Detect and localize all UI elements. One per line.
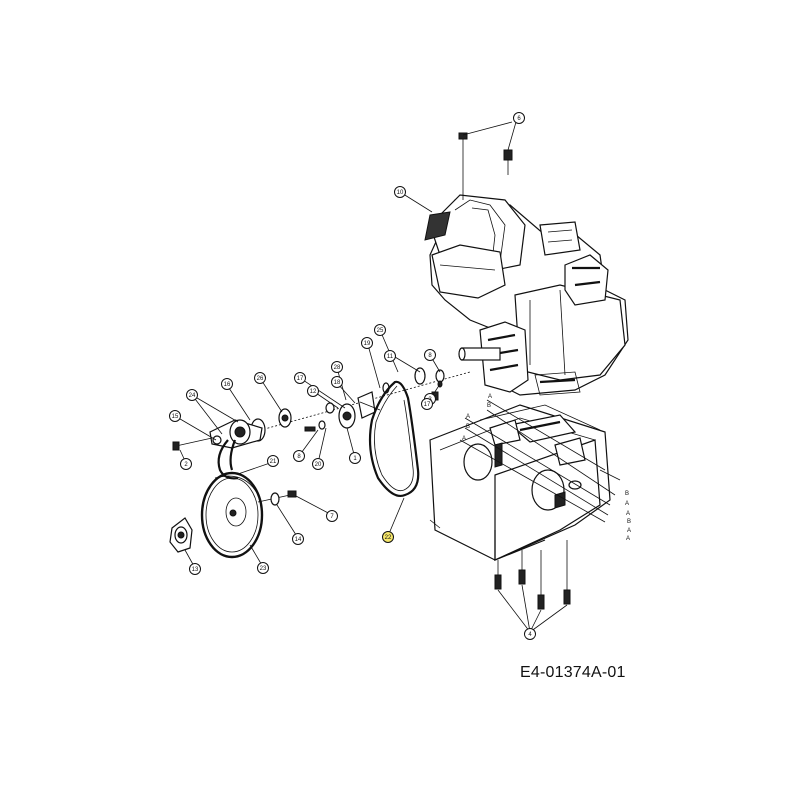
side-letter-left-0: A	[466, 414, 470, 420]
callout-label: 6	[517, 116, 521, 122]
side-letter-right-2: A	[626, 511, 630, 517]
callout-6-top: 6	[513, 112, 525, 124]
drawing-code: E4-01374A-01	[520, 664, 626, 681]
callout-17-b: 17	[421, 398, 433, 410]
side-letter-left-1: B	[466, 424, 470, 430]
callout-12: 12	[307, 385, 319, 397]
callout-label: 10	[397, 190, 404, 196]
callout-label: 23	[260, 566, 267, 572]
callout-label: 11	[387, 354, 394, 360]
callout-label: 28	[334, 365, 341, 371]
callout-label: 21	[270, 459, 277, 465]
top-bolt	[458, 121, 517, 200]
callout-26: 26	[254, 372, 266, 384]
idler-bracket	[209, 419, 263, 449]
callout-11: 11	[384, 350, 396, 362]
callout-bubbles: 6102519118281712183172416261528201212271…	[169, 112, 536, 640]
callout-18: 18	[331, 376, 343, 388]
side-letter-right-0: B	[625, 491, 629, 497]
callout-17-a: 17	[294, 372, 306, 384]
callout-13: 13	[189, 563, 201, 575]
callout-label: 4	[528, 632, 532, 638]
side-letter-right-3: B	[627, 519, 631, 525]
callout-label: 14	[295, 537, 302, 543]
callout-25-a: 25	[374, 324, 386, 336]
callout-leaders	[174, 191, 441, 569]
bottom-bolts	[494, 540, 571, 633]
callout-28: 28	[331, 361, 343, 373]
callout-label: 17	[297, 376, 304, 382]
callout-label: 2	[184, 462, 188, 468]
callout-1: 1	[349, 452, 361, 464]
callout-label: 8	[428, 353, 432, 359]
callout-19-a: 19	[361, 337, 373, 349]
callout-23: 23	[257, 562, 269, 574]
frame-plate	[429, 404, 611, 561]
side-letter-left-3: B	[487, 403, 491, 409]
callout-label: 7	[330, 514, 334, 520]
side-letter-right-4: A	[627, 528, 631, 534]
side-letter-right-1: A	[625, 501, 629, 507]
callout-24: 24	[186, 389, 198, 401]
callout-20: 20	[312, 458, 324, 470]
small-bolt-left	[172, 437, 213, 451]
callout-label: 26	[257, 376, 264, 382]
large-pulley	[200, 471, 297, 559]
callout-14: 14	[292, 533, 304, 545]
engine-assembly	[424, 194, 629, 396]
callout-label: 12	[310, 389, 317, 395]
callout-label: 16	[224, 382, 231, 388]
callout-2: 2	[180, 458, 192, 470]
bearing-flange	[169, 517, 193, 553]
callout-22: 22	[382, 531, 394, 543]
callout-label: 1	[353, 456, 357, 462]
callout-4: 4	[524, 628, 536, 640]
callout-label: 24	[189, 393, 196, 399]
callout-15: 15	[169, 410, 181, 422]
callout-label: 25	[377, 328, 384, 334]
callout-16: 16	[221, 378, 233, 390]
callout-21: 21	[267, 455, 279, 467]
side-letter-left-4: A	[462, 436, 466, 442]
callout-label: 19	[364, 341, 371, 347]
callout-8-b: 8	[293, 450, 305, 462]
callout-10: 10	[394, 186, 406, 198]
callout-label: 13	[192, 567, 199, 573]
side-letter-leaders	[459, 399, 621, 523]
callout-label: 20	[315, 462, 322, 468]
callout-label: 18	[334, 380, 341, 386]
side-letter-left-2: A	[488, 394, 492, 400]
callout-7: 7	[326, 510, 338, 522]
callout-label: 8	[297, 454, 301, 460]
side-letter-right-5: A	[626, 536, 630, 542]
callout-label: 17	[424, 402, 431, 408]
callout-label: 15	[172, 414, 179, 420]
callout-8-a: 8	[424, 349, 436, 361]
callout-label: 22	[385, 535, 392, 541]
